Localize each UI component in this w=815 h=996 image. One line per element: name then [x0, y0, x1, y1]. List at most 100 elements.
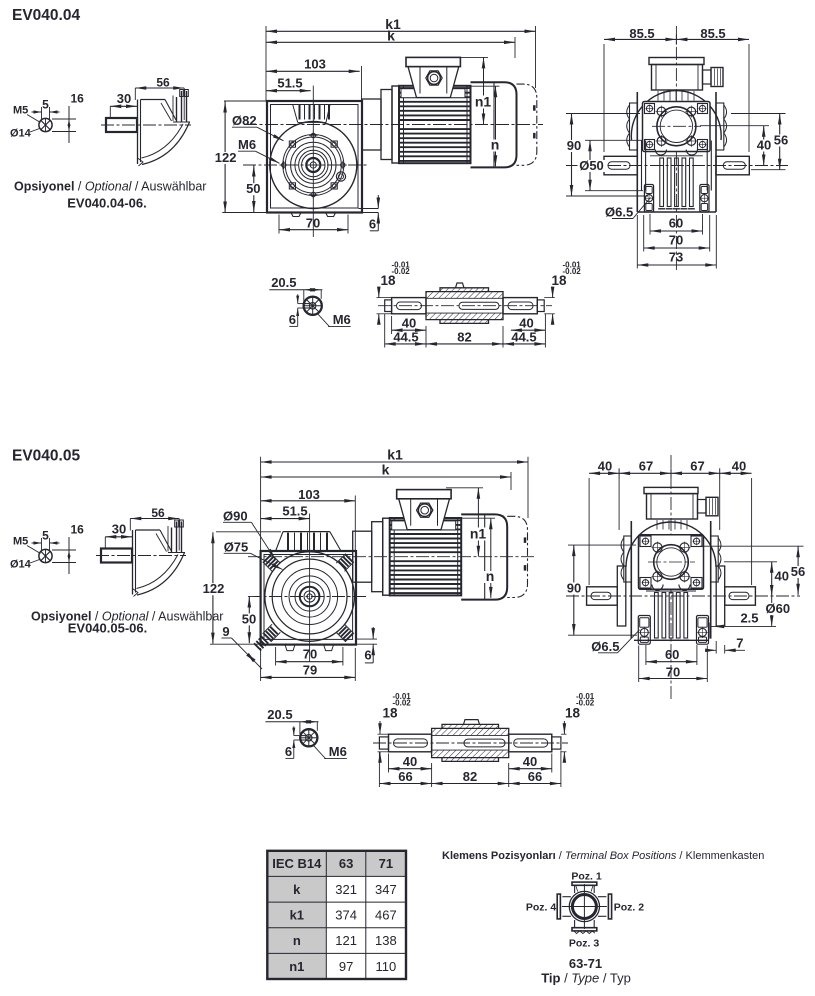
- svg-text:Ø14: Ø14: [10, 128, 32, 140]
- svg-text:-0.01: -0.01: [393, 692, 412, 701]
- svg-text:60: 60: [669, 216, 683, 231]
- svg-text:EV040.05-06.: EV040.05-06.: [68, 621, 148, 636]
- svg-text:321: 321: [335, 882, 357, 897]
- svg-text:Ø82: Ø82: [232, 113, 257, 128]
- svg-text:n: n: [491, 137, 500, 153]
- svg-text:70: 70: [666, 665, 680, 680]
- svg-text:EV040.04: EV040.04: [12, 7, 80, 24]
- svg-text:467: 467: [375, 908, 397, 923]
- svg-text:40: 40: [403, 754, 417, 769]
- svg-text:44.5: 44.5: [393, 329, 418, 344]
- svg-text:56: 56: [774, 133, 788, 148]
- svg-text:67: 67: [690, 459, 704, 474]
- svg-text:67: 67: [639, 459, 653, 474]
- svg-text:66: 66: [398, 769, 412, 784]
- svg-text:18: 18: [382, 705, 398, 720]
- svg-text:30: 30: [112, 522, 126, 537]
- svg-text:121: 121: [335, 933, 357, 948]
- svg-text:M6: M6: [238, 137, 256, 152]
- svg-text:90: 90: [567, 581, 581, 596]
- svg-text:6: 6: [285, 744, 292, 759]
- svg-text:-0.02: -0.02: [393, 698, 412, 707]
- svg-text:Ø14: Ø14: [10, 559, 32, 571]
- svg-text:40: 40: [523, 754, 537, 769]
- svg-text:18: 18: [551, 273, 567, 288]
- svg-text:5: 5: [42, 529, 49, 543]
- svg-text:85.5: 85.5: [629, 26, 654, 41]
- svg-text:Opsiyonel / Optional / Auswähl: Opsiyonel / Optional / Auswählbar: [31, 610, 223, 624]
- svg-text:51.5: 51.5: [277, 76, 302, 91]
- svg-text:73: 73: [669, 250, 683, 265]
- svg-text:Opsiyonel / Optional / Auswähl: Opsiyonel / Optional / Auswählbar: [14, 180, 206, 194]
- svg-text:63: 63: [339, 856, 353, 871]
- svg-text:18: 18: [565, 705, 581, 720]
- svg-text:347: 347: [375, 882, 397, 897]
- svg-text:6: 6: [289, 312, 296, 327]
- svg-text:-0.02: -0.02: [392, 267, 411, 276]
- svg-text:18: 18: [380, 273, 396, 288]
- svg-text:M5: M5: [13, 105, 28, 117]
- svg-text:-0.01: -0.01: [392, 261, 411, 270]
- svg-text:40: 40: [732, 459, 746, 474]
- svg-text:k1: k1: [290, 908, 304, 923]
- svg-text:-0.01: -0.01: [576, 692, 595, 701]
- svg-text:40: 40: [775, 569, 789, 584]
- svg-text:16: 16: [71, 92, 85, 106]
- svg-text:63-71: 63-71: [569, 956, 602, 971]
- svg-text:n: n: [486, 568, 495, 584]
- svg-text:40: 40: [598, 459, 612, 474]
- svg-text:M5: M5: [13, 536, 28, 548]
- svg-text:85.5: 85.5: [700, 26, 725, 41]
- svg-text:6: 6: [369, 217, 376, 232]
- svg-text:Ø50: Ø50: [579, 158, 604, 173]
- svg-text:n: n: [293, 933, 301, 948]
- svg-text:M6: M6: [329, 744, 347, 759]
- svg-text:-0.02: -0.02: [563, 267, 582, 276]
- svg-text:Poz. 3: Poz. 3: [569, 938, 600, 950]
- svg-text:7: 7: [736, 636, 743, 651]
- svg-text:k: k: [293, 882, 301, 897]
- svg-text:Ø6.5: Ø6.5: [605, 205, 633, 220]
- svg-text:k1: k1: [387, 446, 403, 462]
- svg-text:16: 16: [71, 523, 85, 537]
- svg-text:Tip / Type / Typ: Tip / Type / Typ: [541, 971, 631, 986]
- svg-text:70: 70: [306, 216, 320, 231]
- svg-text:Ø6.5: Ø6.5: [591, 639, 619, 654]
- svg-text:Poz. 2: Poz. 2: [614, 902, 645, 914]
- svg-text:Klemens Pozisyonları / Termina: Klemens Pozisyonları / Terminal Box Posi…: [442, 850, 764, 862]
- svg-text:71: 71: [379, 856, 393, 871]
- svg-text:Ø75: Ø75: [224, 540, 249, 555]
- svg-text:Poz. 4: Poz. 4: [526, 902, 557, 914]
- svg-text:79: 79: [303, 663, 317, 678]
- svg-text:Ø60: Ø60: [766, 601, 791, 616]
- svg-text:103: 103: [304, 57, 326, 72]
- svg-text:56: 56: [151, 506, 165, 520]
- svg-text:90: 90: [567, 138, 581, 153]
- svg-text:70: 70: [303, 647, 317, 662]
- svg-text:50: 50: [246, 181, 260, 196]
- svg-text:9: 9: [222, 624, 229, 639]
- svg-text:20.5: 20.5: [267, 707, 292, 722]
- svg-text:60: 60: [665, 647, 679, 662]
- svg-text:56: 56: [791, 564, 805, 579]
- svg-text:97: 97: [339, 959, 353, 974]
- svg-text:122: 122: [215, 150, 237, 165]
- svg-text:Ø90: Ø90: [223, 509, 248, 524]
- svg-text:M6: M6: [333, 312, 351, 327]
- svg-text:6: 6: [364, 647, 371, 662]
- svg-text:IEC B14: IEC B14: [272, 856, 322, 871]
- svg-text:66: 66: [528, 769, 542, 784]
- svg-text:103: 103: [298, 487, 320, 502]
- svg-text:138: 138: [375, 933, 397, 948]
- svg-text:50: 50: [242, 611, 256, 626]
- svg-text:n1: n1: [470, 526, 487, 542]
- svg-text:82: 82: [457, 329, 471, 344]
- svg-text:k: k: [387, 28, 395, 44]
- svg-text:122: 122: [203, 581, 225, 596]
- svg-text:40: 40: [519, 316, 533, 331]
- svg-text:110: 110: [376, 959, 397, 974]
- svg-text:82: 82: [463, 769, 477, 784]
- svg-text:51.5: 51.5: [282, 503, 307, 518]
- svg-text:40: 40: [757, 138, 771, 153]
- svg-text:-0.02: -0.02: [576, 698, 595, 707]
